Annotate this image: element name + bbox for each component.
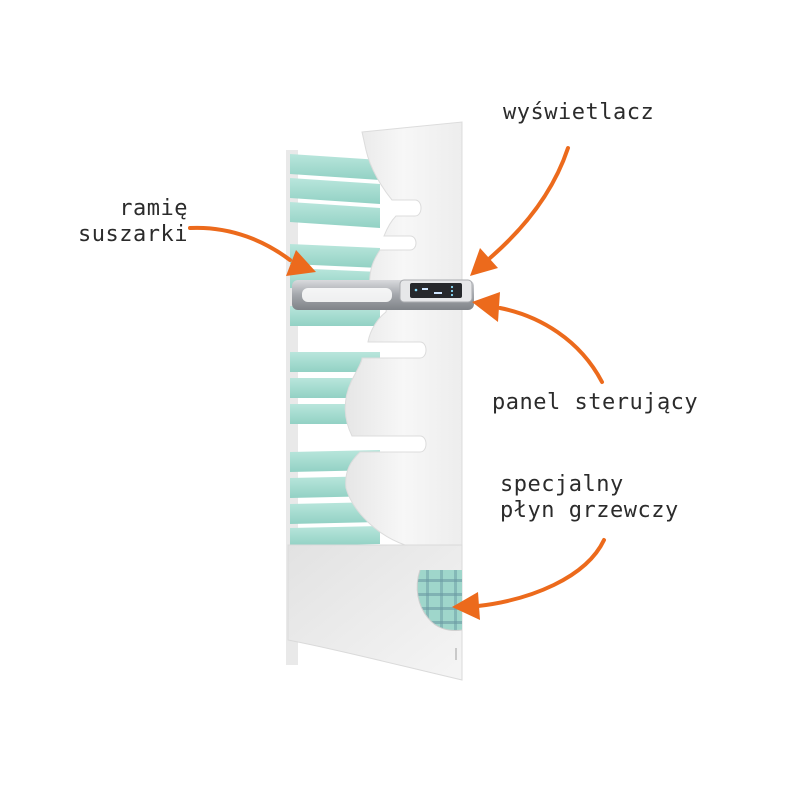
arrow-fluid xyxy=(478,540,604,606)
label-drying-arm: ramię suszarki xyxy=(70,196,188,248)
arrow-arm xyxy=(190,228,290,260)
bottom-panel xyxy=(288,545,462,680)
display-screen xyxy=(410,283,462,298)
label-drying-arm-line2: suszarki xyxy=(78,222,188,247)
label-heating-fluid-line2: płyn grzewczy xyxy=(500,498,679,523)
label-heating-fluid-line1: specjalny xyxy=(500,472,624,497)
label-heating-fluid: specjalny płyn grzewczy xyxy=(500,472,679,524)
label-control-panel: panel sterujący xyxy=(492,390,698,416)
control-bar xyxy=(292,280,474,310)
label-drying-arm-line1: ramię xyxy=(119,196,188,221)
arrow-display xyxy=(490,148,568,258)
label-display: wyświetlacz xyxy=(503,100,654,126)
arrow-panel xyxy=(500,308,602,382)
arrow-panel-head xyxy=(472,292,500,322)
